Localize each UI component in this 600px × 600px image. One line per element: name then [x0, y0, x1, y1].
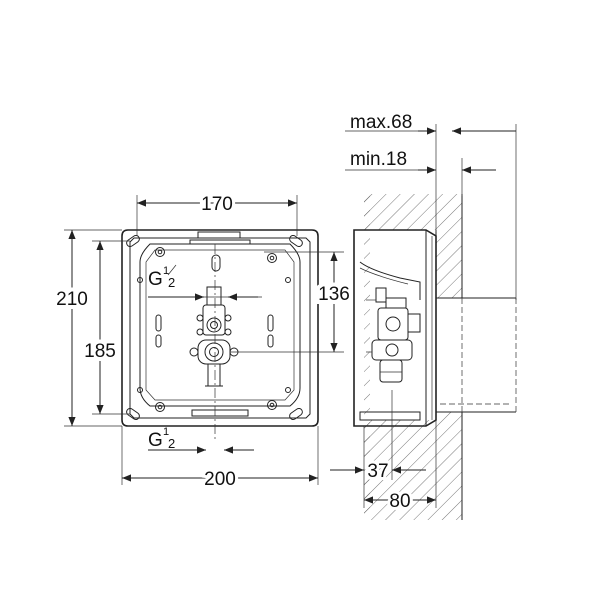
wall-section — [364, 194, 463, 520]
dimension-185: 185 — [80, 240, 130, 415]
svg-text:2: 2 — [168, 436, 175, 451]
mounting-box-frame — [121, 229, 319, 427]
svg-text:200: 200 — [204, 469, 236, 490]
svg-text:min.18: min.18 — [350, 149, 407, 170]
valve-side — [359, 261, 421, 383]
dimension-210: 210 — [52, 229, 122, 427]
dimension-80: 80 — [364, 488, 436, 515]
side-view: max.68 min.18 37 80 — [330, 112, 517, 520]
wall-penetration — [436, 297, 517, 413]
svg-text:2: 2 — [168, 275, 175, 290]
mounting-slots — [155, 254, 274, 348]
thread-label-bottom: G 1 2 — [148, 426, 254, 454]
svg-text:80: 80 — [389, 491, 410, 512]
front-view: G 1 2 G 1 2 170 200 — [52, 191, 354, 493]
svg-text:max.68: max.68 — [350, 112, 412, 133]
thread-label-top: G 1 2 — [148, 264, 258, 301]
svg-text:170: 170 — [201, 194, 233, 215]
center-lines — [186, 244, 262, 440]
valve-assembly — [189, 286, 239, 387]
svg-text:185: 185 — [84, 341, 116, 362]
corner-screw-holes — [126, 234, 303, 421]
dimension-max-68: max.68 — [345, 112, 517, 300]
svg-text:G: G — [148, 269, 163, 290]
svg-text:210: 210 — [56, 289, 88, 310]
fixing-holes — [137, 247, 291, 412]
svg-text:1: 1 — [163, 265, 169, 277]
dimension-170: 170 — [136, 191, 298, 236]
dimension-min-18: min.18 — [345, 149, 496, 196]
svg-text:136: 136 — [318, 284, 350, 305]
dimension-200: 200 — [121, 426, 319, 493]
svg-text:G: G — [148, 430, 163, 451]
svg-text:1: 1 — [163, 426, 169, 438]
dimension-136: 136 — [230, 251, 354, 353]
dimension-37: 37 — [330, 390, 437, 508]
svg-text:37: 37 — [367, 461, 388, 482]
